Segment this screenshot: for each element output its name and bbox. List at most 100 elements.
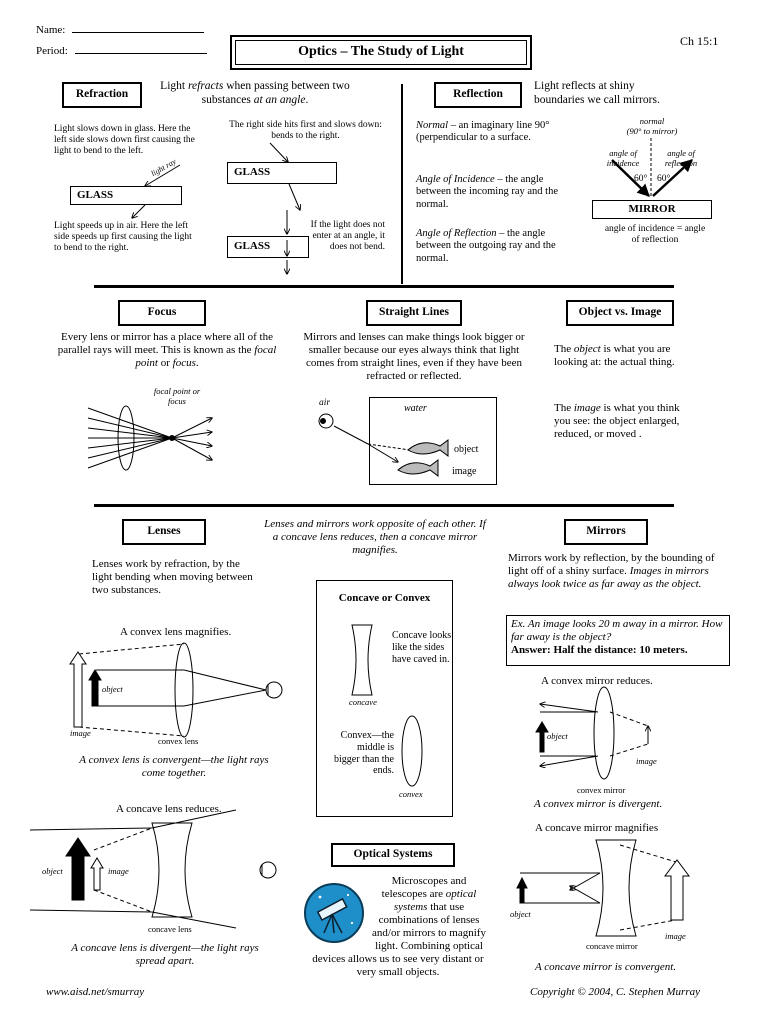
divider-row-2: [94, 504, 674, 507]
refraction-intro-1: Light: [160, 80, 188, 92]
refraction-speeds-text: Light speeds up in air. Here the left si…: [54, 221, 192, 254]
focus-text-2: or: [157, 356, 173, 369]
convex-mirror-label: convex mirror: [577, 785, 626, 795]
refraction-ray-1: [132, 164, 181, 218]
refraction-no-angle-text: If the light does not enter at an angle,…: [310, 220, 385, 253]
glass-box-1: GLASS: [70, 186, 182, 205]
water-box: [369, 397, 497, 485]
convex-mirror-object-label: object: [547, 731, 568, 741]
convex-mirror-diagram: [535, 686, 648, 780]
object-def-a: The: [554, 343, 574, 355]
concave-mirror-image-label: image: [665, 931, 686, 941]
lenses-intro: Lenses work by refraction, by the light …: [92, 558, 253, 596]
period-label-row: Period:: [36, 43, 207, 58]
optical-text-1: Microscopes and telescopes are: [381, 875, 467, 900]
focus-diagram: [87, 405, 212, 471]
concave-lens-image-label: image: [108, 866, 129, 876]
diag-normal: normal: [639, 116, 665, 126]
convex-lens-object-label: object: [102, 684, 123, 694]
reflection-term: Angle of Reflection: [416, 228, 497, 239]
diag-normal-label: normal (90° to mirror): [612, 116, 692, 136]
concave-shape-label: concave: [349, 697, 377, 707]
convex-lens-caption: A convex lens is convergent—the light ra…: [79, 754, 269, 779]
image-definition: The image is what you think you see: the…: [554, 402, 686, 441]
concave-shape-icon: [351, 624, 373, 696]
diag-normal-sub: (90° to mirror): [626, 126, 678, 137]
mirror-label: MIRROR: [628, 203, 676, 216]
concave-mirror-diagram: [516, 839, 690, 937]
air-label: air: [319, 398, 331, 408]
convex-lens-label: convex lens: [158, 736, 199, 746]
divider-row-1: [94, 285, 674, 288]
glass-box-2: GLASS: [227, 162, 337, 184]
water-label: water: [404, 403, 427, 414]
convex-shape-label: convex: [399, 789, 423, 799]
focus-text-em2: focus: [172, 356, 196, 369]
optical-text-2: that use combinations of lenses and/or m…: [312, 900, 486, 978]
focus-text-3: .: [195, 356, 199, 369]
reflection-normal-def: Normal – an imaginary line 90° (perpendi…: [416, 120, 562, 145]
convex-lens-title: A convex lens magnifies.: [120, 626, 232, 638]
mirrors-heading: Mirrors: [564, 519, 648, 545]
concave-lens-object-label: object: [42, 866, 63, 876]
telescope-icon-svg: [316, 893, 354, 934]
mirror-example-box: Ex. An image looks 20 m away in a mirror…: [506, 615, 730, 666]
mirror-example-question: Ex. An image looks 20 m away in a mirror…: [511, 618, 723, 643]
focus-text-em1: focal point: [135, 343, 277, 369]
convex-mirror-image-label: image: [636, 756, 657, 766]
chapter-label: Ch 15:1: [680, 34, 719, 48]
convex-lens-diagram: [69, 642, 283, 738]
straight-lines-text: Mirrors and lenses can make things look …: [303, 331, 525, 382]
period-label: Period:: [36, 45, 68, 57]
refraction-ray-2: [269, 142, 300, 210]
name-label: Name:: [36, 24, 66, 36]
concave-mirror-object-label: object: [510, 909, 531, 919]
normal-term: Normal: [416, 120, 449, 131]
refraction-heading: Refraction: [62, 82, 142, 108]
refraction-intro-3: .: [305, 93, 309, 106]
telescope-icon: [304, 883, 364, 943]
mirrors-intro: Mirrors work by reflection, by the bound…: [508, 552, 716, 591]
divider-vertical: [401, 84, 403, 284]
deg-right-label: 60°: [657, 174, 671, 184]
reflection-intro: Light reflects at shiny boundaries we ca…: [534, 80, 660, 106]
convex-shape-icon: [401, 715, 423, 787]
incidence-def: – the angle between the incoming ray and…: [416, 174, 558, 210]
name-field[interactable]: [72, 22, 205, 33]
concave-mirror-title: A concave mirror magnifies: [535, 822, 659, 834]
concave-lens-title: A concave lens reduces.: [116, 803, 222, 815]
name-label-row: Name:: [36, 22, 205, 37]
optical-text-em: optical systems: [393, 887, 477, 913]
mirrors-intro-em: Images in mirrors always look twice as f…: [508, 564, 709, 590]
concave-description: Concave looks like the sides have caved …: [392, 630, 452, 665]
reflection-incidence-def: Angle of Incidence – the angle between t…: [416, 174, 562, 211]
footer-url[interactable]: www.aisd.net/smurray: [46, 986, 145, 998]
straight-lines-heading: Straight Lines: [366, 300, 462, 326]
page-title-text: Optics – The Study of Light: [298, 44, 464, 60]
image-def-em: image: [573, 402, 601, 414]
refraction-intro-em1: refracts: [187, 80, 224, 92]
convex-mirror-caption: A convex mirror is divergent.: [534, 798, 663, 810]
reflection-diagram: [611, 138, 693, 198]
object-def-em: object: [573, 343, 601, 355]
footer-copyright: Copyright © 2004, C. Stephen Murray: [530, 986, 700, 998]
deg-left-label: 60°: [634, 174, 648, 184]
concave-lens-label: concave lens: [148, 924, 192, 934]
refraction-intro-2: when passing between two substances: [201, 80, 350, 106]
diag-incidence-label: angle of incidence: [606, 148, 640, 169]
refraction-right-side-text: The right side hits first and slows down…: [229, 120, 382, 142]
refraction-slows-text: Light slows down in glass. Here the left…: [54, 124, 195, 157]
image-def-b: is what you think you see: the object en…: [554, 402, 680, 440]
convex-mirror-title: A convex mirror reduces.: [541, 675, 653, 687]
glass-box-3: GLASS: [227, 236, 309, 258]
optical-systems-heading: Optical Systems: [331, 843, 455, 867]
glass-label-3: GLASS: [234, 240, 271, 252]
reflection-rule: angle of incidence = angle of reflection: [604, 224, 706, 246]
straight-lines-diagram: [318, 413, 449, 477]
concave-lens-diagram: [29, 809, 277, 929]
period-field[interactable]: [74, 43, 207, 54]
glass-label-1: GLASS: [77, 189, 114, 201]
reflection-reflection-def: Angle of Reflection – the angle between …: [416, 228, 562, 265]
concave-lens-caption: A concave lens is divergent—the light ra…: [71, 942, 259, 967]
